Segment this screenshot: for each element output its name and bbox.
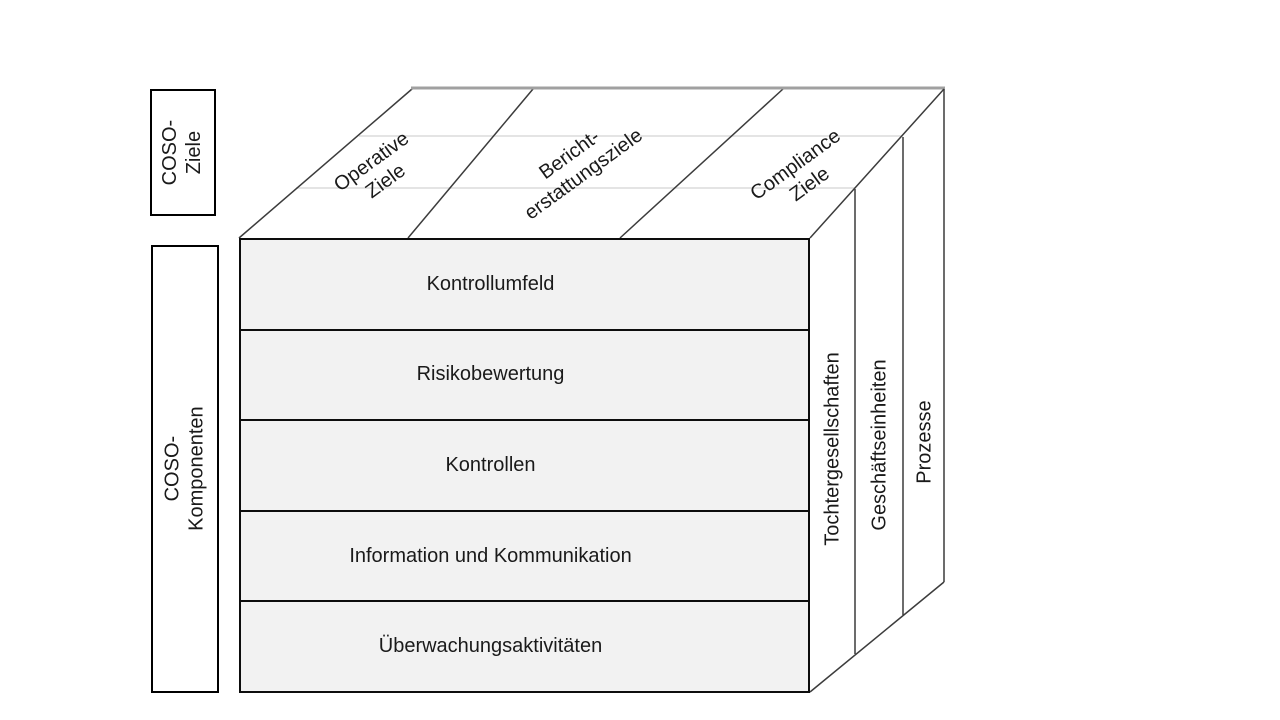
component-row-ueberwachungsaktivitaeten: Überwachungsaktivitäten: [239, 600, 810, 693]
component-row-information-kommunikation: Information und Kommunikation: [239, 509, 810, 603]
component-label: Information und Kommunikation: [349, 544, 632, 567]
bottom-right-edge: [809, 581, 945, 693]
goal-divider-1: [407, 88, 534, 239]
component-label: Kontrollen: [445, 453, 536, 476]
dimension-label-geschaeftseinheiten: Geschäftseinheiten: [868, 359, 891, 531]
coso-goals-axis-label: COSO- Ziele: [159, 119, 205, 186]
goal-divider-2: [619, 88, 784, 239]
cube-top-face: [239, 89, 944, 238]
cube-side-face: [810, 90, 944, 692]
top-left-edge: [238, 88, 413, 239]
component-row-risikobewertung: Risikobewertung: [239, 328, 810, 422]
dimension-label-prozesse: Prozesse: [913, 400, 936, 484]
dimension-label-tochtergesellschaften: Tochtergesellschaften: [821, 352, 844, 546]
top-right-edge: [809, 88, 945, 239]
component-row-kontrollen: Kontrollen: [239, 419, 810, 512]
component-label: Kontrollumfeld: [426, 272, 555, 295]
component-label: Risikobewertung: [416, 363, 565, 386]
coso-components-axis-box: COSO- Komponenten: [151, 245, 219, 693]
coso-goals-axis-box: COSO- Ziele: [150, 89, 216, 216]
coso-components-axis-label: COSO- Komponenten: [161, 406, 208, 532]
components-stack: Kontrollumfeld Risikobewertung Kontrolle…: [239, 238, 810, 693]
component-label: Überwachungsaktivitäten: [378, 635, 603, 658]
component-row-kontrollumfeld: Kontrollumfeld: [239, 238, 810, 331]
